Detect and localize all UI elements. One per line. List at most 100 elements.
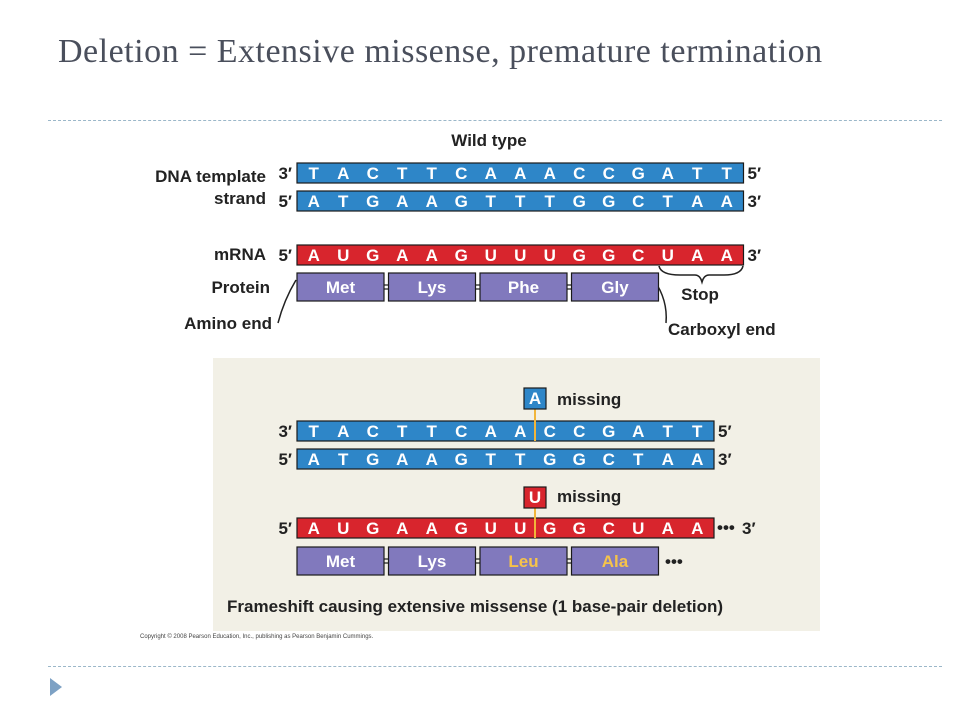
mut-coding-strand-base: A — [691, 450, 703, 469]
mut-template-strand-base: C — [455, 422, 467, 441]
mut-coding-strand-base: A — [426, 450, 438, 469]
mut-mrna-base: A — [308, 519, 320, 538]
mut-coding-strand-base: T — [515, 450, 526, 469]
wt-template-strand-base: C — [573, 164, 585, 183]
mrna-label: mRNA — [214, 245, 266, 264]
mut-mrna-base: G — [366, 519, 379, 538]
wt-mrna-base: G — [602, 246, 615, 265]
wt-coding-strand-base: T — [338, 192, 349, 211]
wt-coding-strand-base: G — [366, 192, 379, 211]
wt-template-strand-base: T — [397, 164, 408, 183]
mut-coding-strand-base: G — [543, 450, 556, 469]
wt-mrna-base: A — [308, 246, 320, 265]
protein-label: Protein — [211, 278, 270, 297]
mut-amino-acid-box — [479, 546, 568, 576]
wt-coding-strand-base: A — [426, 192, 438, 211]
wt-template-strand-base: T — [309, 164, 320, 183]
wt-mrna-bar — [296, 244, 745, 266]
carboxyl-end-label: Carboxyl end — [668, 320, 776, 339]
mut-mrna-base: U — [337, 519, 349, 538]
wt-coding-strand-bar — [296, 190, 745, 212]
mut-template-strand-right-end: 5′ — [718, 422, 732, 441]
wt-template-strand-base: A — [544, 164, 556, 183]
stop-bracket — [658, 265, 744, 285]
mut-template-strand-base: C — [573, 422, 585, 441]
triangle-bullet-icon — [50, 678, 62, 696]
wt-amino-acid-name: Lys — [418, 278, 447, 297]
wt-amino-acid-name: Phe — [508, 278, 539, 297]
wt-mrna-base: G — [366, 246, 379, 265]
mut-template-strand-base: T — [692, 422, 703, 441]
missing-dna-base: A — [529, 389, 541, 408]
wt-template-strand-base: C — [367, 164, 379, 183]
mut-mrna-base: G — [455, 519, 468, 538]
title-divider — [48, 120, 942, 121]
mut-template-strand-base: A — [632, 422, 644, 441]
mutant-panel — [213, 358, 820, 631]
wt-coding-strand-base: A — [691, 192, 703, 211]
wt-mrna-base: C — [632, 246, 644, 265]
mut-amino-acid-name: Ala — [602, 552, 629, 571]
mut-coding-strand-bar — [296, 448, 715, 470]
amino-end-label: Amino end — [184, 314, 272, 333]
mut-coding-strand-base: T — [633, 450, 644, 469]
missing-mrna-base: U — [529, 488, 541, 507]
mut-amino-acid-box — [296, 546, 385, 576]
wt-mrna-base: A — [721, 246, 733, 265]
wt-template-strand-base: T — [722, 164, 733, 183]
mut-template-strand-base: T — [427, 422, 438, 441]
mut-template-strand-base: T — [397, 422, 408, 441]
wt-template-strand-right-end: 5′ — [748, 164, 762, 183]
wt-coding-strand-base: C — [632, 192, 644, 211]
wt-template-strand-base: C — [455, 164, 467, 183]
mut-template-strand-base: A — [485, 422, 497, 441]
wt-template-strand-base: T — [692, 164, 703, 183]
wt-coding-strand-base: G — [573, 192, 586, 211]
wt-mrna-base: U — [337, 246, 349, 265]
mut-coding-strand-base: C — [603, 450, 615, 469]
wt-template-strand-base: G — [632, 164, 645, 183]
mut-mrna-base: G — [543, 519, 556, 538]
mut-mrna-base: A — [662, 519, 674, 538]
wt-template-strand-base: A — [485, 164, 497, 183]
mut-amino-acid-name: Met — [326, 552, 356, 571]
mut-protein-trailing-dots: ••• — [665, 552, 683, 571]
wt-coding-strand-base: T — [486, 192, 497, 211]
mut-template-strand-base: T — [309, 422, 320, 441]
mut-mrna-base: U — [632, 519, 644, 538]
mut-template-strand-bar — [296, 420, 715, 442]
wt-mrna-base: U — [485, 246, 497, 265]
wild-type-heading: Wild type — [451, 131, 526, 150]
wt-coding-strand-base: G — [455, 192, 468, 211]
wt-coding-strand-base: A — [308, 192, 320, 211]
stop-label: Stop — [681, 285, 719, 304]
mut-mrna-base: U — [485, 519, 497, 538]
wt-template-strand-base: A — [514, 164, 526, 183]
wt-mrna-base: A — [426, 246, 438, 265]
mut-template-strand-base: C — [367, 422, 379, 441]
copyright-note: Copyright © 2008 Pearson Education, Inc.… — [140, 633, 374, 640]
wt-template-strand-base: C — [603, 164, 615, 183]
wt-coding-strand-left-end: 5′ — [278, 192, 292, 211]
wt-amino-acid-box — [479, 272, 568, 302]
mut-template-strand-base: A — [514, 422, 526, 441]
wt-mrna-base: A — [396, 246, 408, 265]
mut-template-strand-left-end: 3′ — [278, 422, 292, 441]
mut-coding-strand-base: A — [396, 450, 408, 469]
wt-amino-acid-name: Gly — [601, 278, 629, 297]
mut-mrna-base: U — [514, 519, 526, 538]
mut-template-strand-base: C — [544, 422, 556, 441]
mut-mrna-trailing-dots: ••• — [717, 518, 735, 537]
wt-template-strand-left-end: 3′ — [278, 164, 292, 183]
mut-coding-strand-base: G — [573, 450, 586, 469]
dna-label-line1: DNA template — [155, 167, 266, 186]
wt-mrna-base: A — [691, 246, 703, 265]
wt-mrna-base: U — [544, 246, 556, 265]
dna-label-line2: strand — [214, 189, 266, 208]
mut-coding-strand-base: T — [486, 450, 497, 469]
mut-mrna-left-end: 5′ — [278, 519, 292, 538]
wt-amino-acid-box — [387, 272, 477, 302]
wt-mrna-base: G — [573, 246, 586, 265]
wt-amino-acid-name: Met — [326, 278, 356, 297]
